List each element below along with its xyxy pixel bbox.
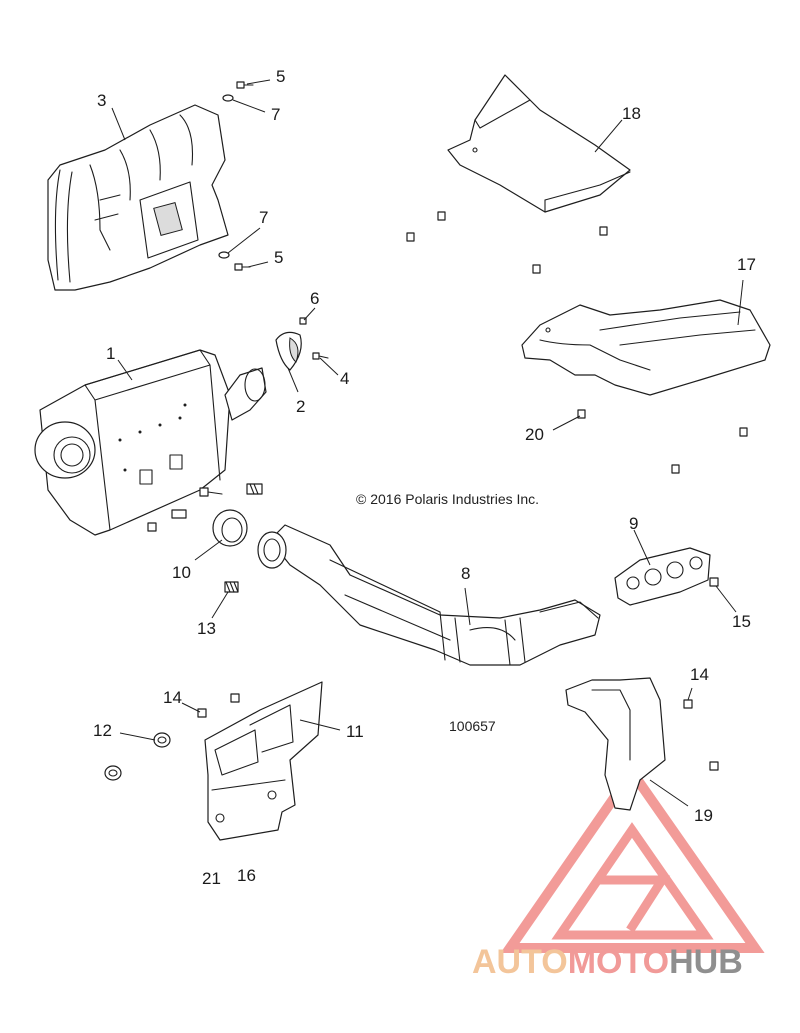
part-10-seal-ring — [212, 509, 248, 547]
callout-5-top: 5 — [276, 67, 286, 86]
callout-20: 20 — [525, 425, 544, 444]
callout-7-top: 7 — [271, 105, 281, 124]
callout-1: 1 — [106, 344, 116, 363]
callout-15: 15 — [732, 612, 751, 631]
callout-18: 18 — [622, 104, 641, 123]
drawing-number: 100657 — [449, 718, 496, 734]
watermark-logo-triangle — [500, 763, 765, 953]
callout-7-lower: 7 — [259, 208, 269, 227]
callout-10: 10 — [172, 563, 191, 582]
callout-11: 11 — [346, 722, 364, 741]
part-8-head-pipe — [257, 524, 601, 666]
hardware-fasteners — [104, 81, 748, 781]
callout-19: 19 — [694, 806, 713, 825]
callout-17: 17 — [737, 255, 756, 274]
watermark-text: AUTOMOTOHUB — [472, 943, 743, 982]
copyright-notice: © 2016 Polaris Industries Inc. — [356, 491, 540, 507]
watermark-moto: MOTO — [567, 943, 670, 981]
callout-13: 13 — [197, 619, 216, 638]
callout-21: 21 — [202, 869, 221, 888]
callout-9: 9 — [629, 514, 639, 533]
part-3-heat-shield — [47, 104, 229, 291]
callout-5-lower: 5 — [274, 248, 284, 267]
callout-3: 3 — [97, 91, 107, 110]
callout-12: 12 — [93, 721, 112, 740]
callout-2: 2 — [296, 397, 306, 416]
part-17-heat-shield — [521, 299, 771, 396]
part-9-gasket — [614, 547, 711, 606]
part-18-heat-shield — [447, 74, 631, 213]
callout-leader-lines — [111, 79, 744, 807]
part-2-end-cap — [275, 331, 302, 371]
part-11-heat-shield — [204, 681, 323, 841]
watermark-auto: AUTO — [472, 943, 568, 981]
callout-6: 6 — [310, 289, 320, 308]
callout-14-right: 14 — [690, 665, 709, 684]
callout-16: 16 — [237, 866, 256, 885]
part-1-muffler — [34, 349, 267, 536]
watermark-hub: HUB — [669, 943, 743, 981]
callout-4: 4 — [340, 369, 350, 388]
part-19-bracket — [565, 677, 666, 811]
callout-14-left: 14 — [163, 688, 182, 707]
callout-8: 8 — [461, 564, 471, 583]
